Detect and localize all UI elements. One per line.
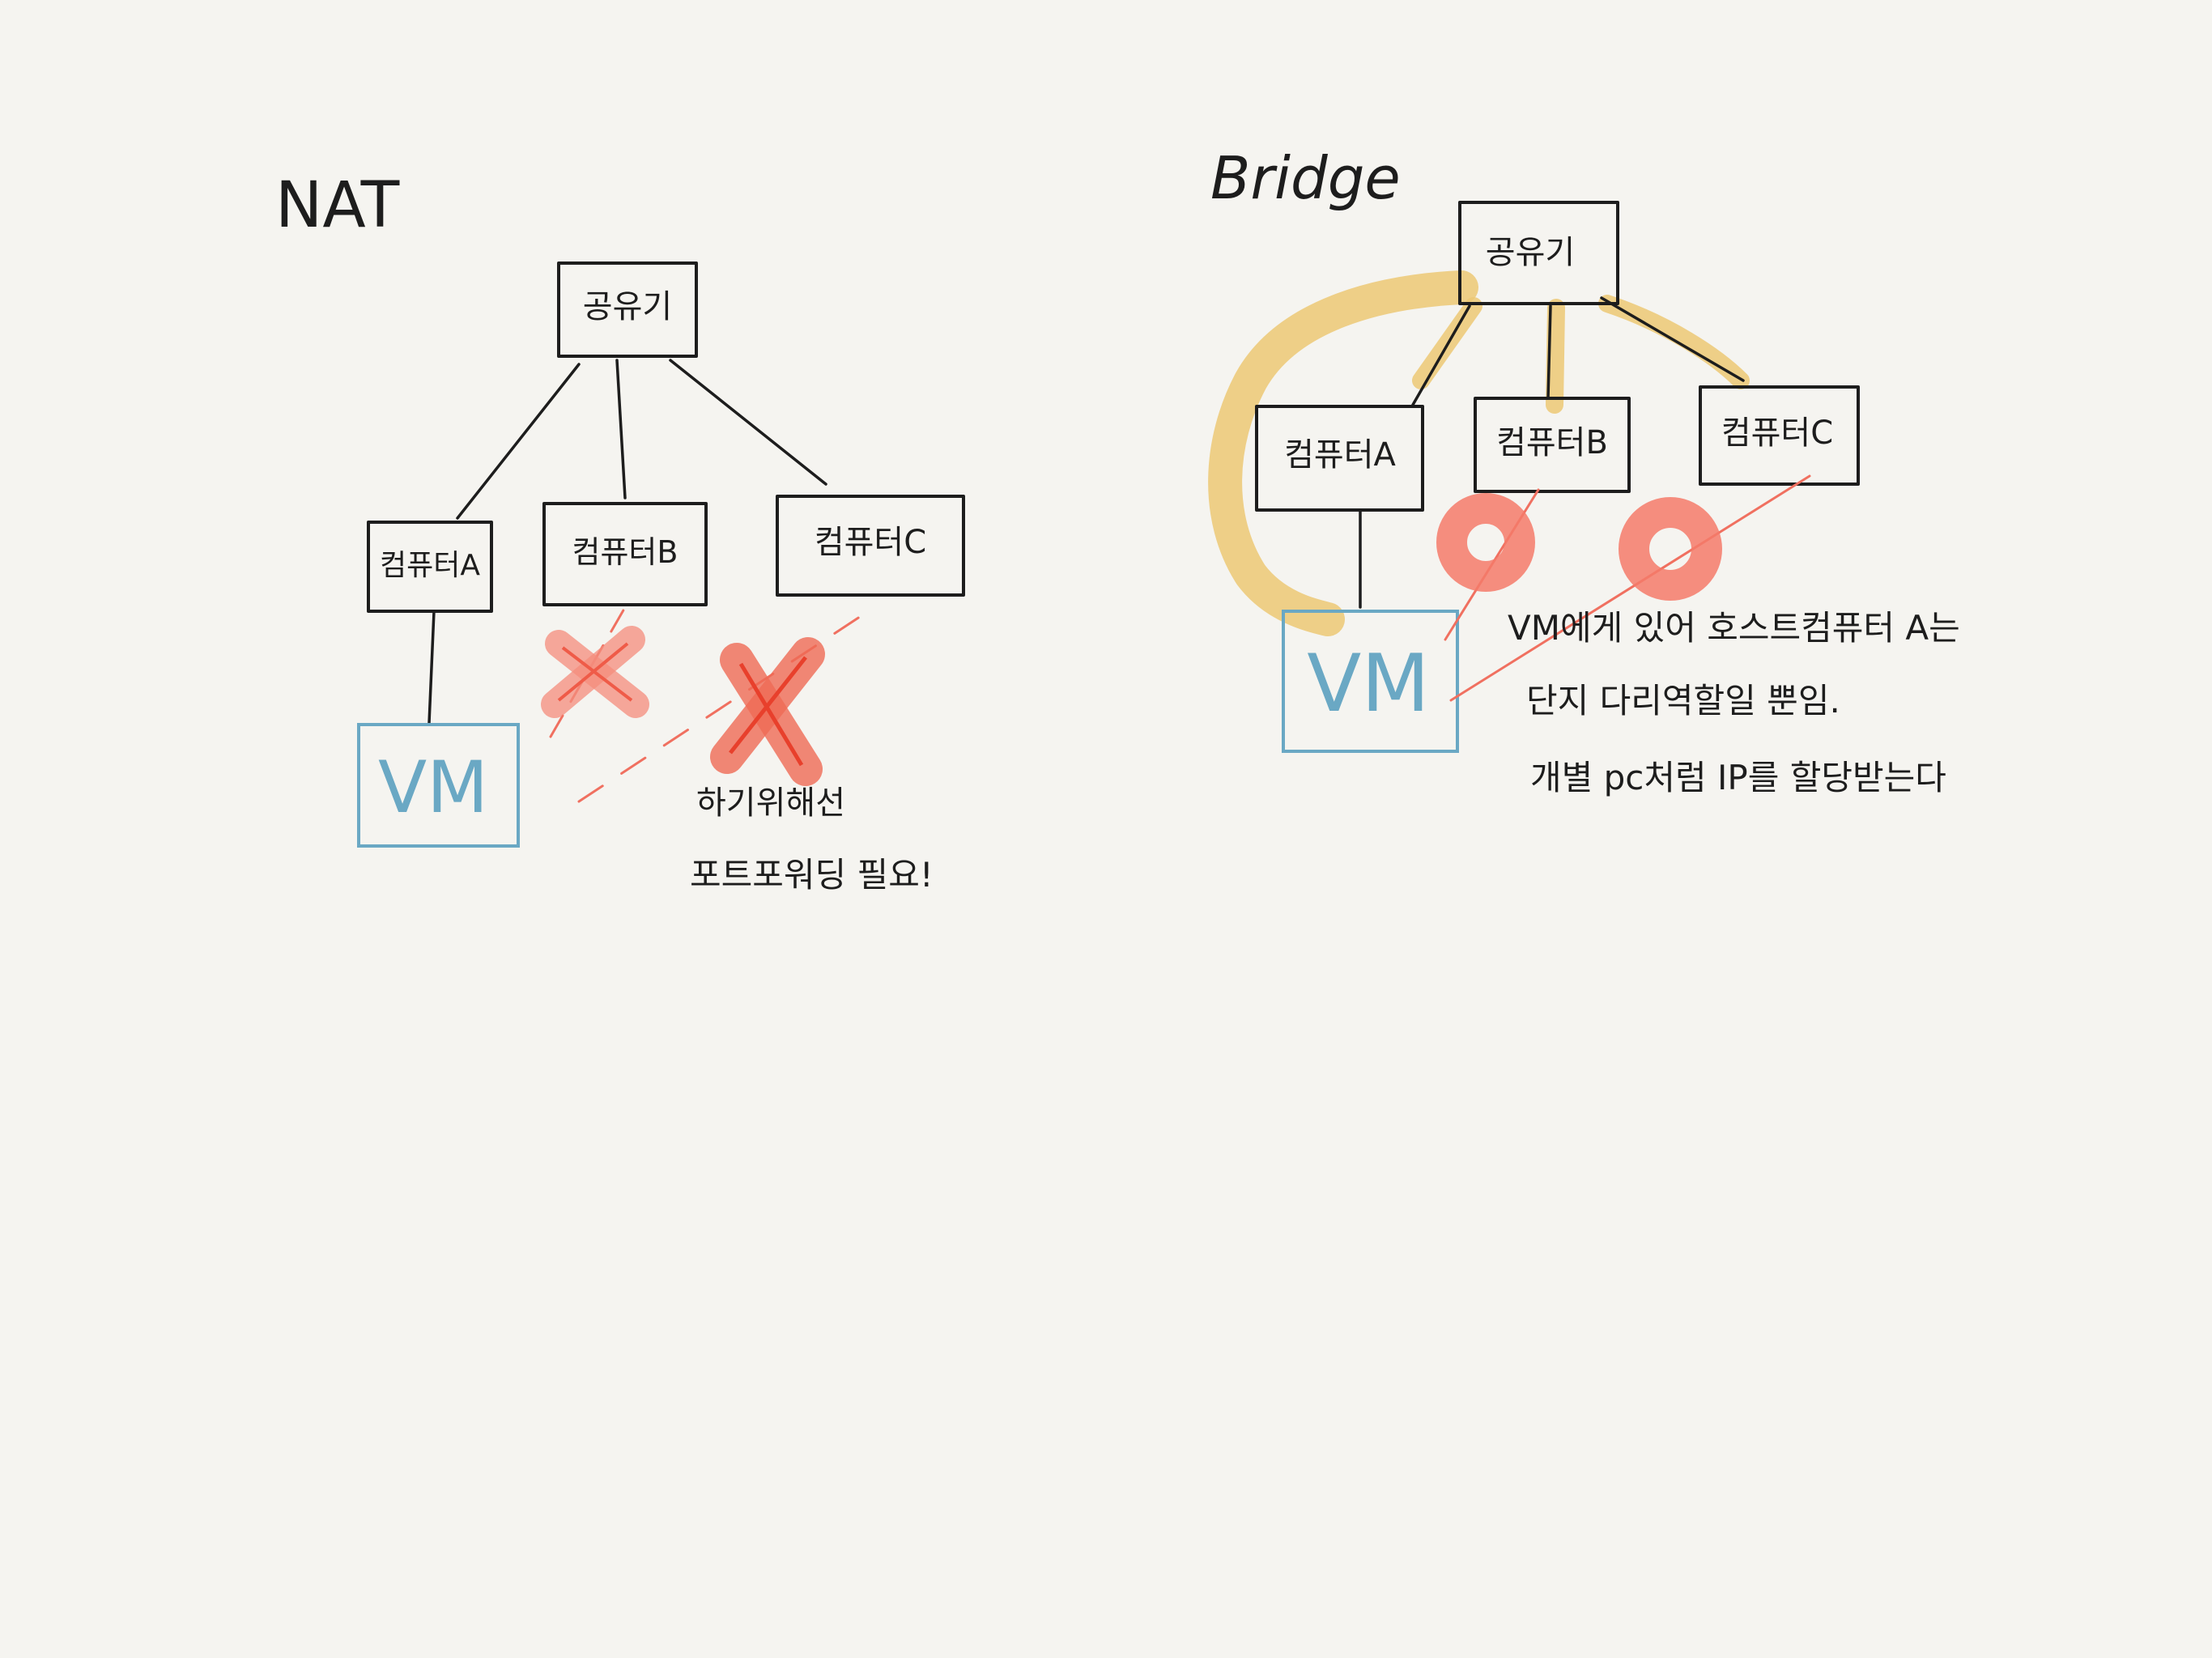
bridge-note-line3: 개별 pc처럼 IP를 할당받는다: [1530, 758, 1946, 797]
nat-note-line1: 하기위해선: [696, 784, 845, 822]
bridge-computer-a-label: 컴퓨터A: [1284, 436, 1396, 474]
nat-vm-box: [357, 723, 520, 848]
nat-computer-a-label: 컴퓨터A: [380, 549, 480, 582]
bridge-router-label: 공유기: [1486, 234, 1575, 271]
nat-blocked-link-b: [549, 602, 629, 738]
bridge-link-b: [1546, 304, 1552, 400]
bridge-title: Bridge: [1210, 144, 1401, 212]
nat-router-box: [557, 261, 698, 358]
bridge-link-vm-c: [1449, 474, 1811, 702]
bridge-note-line1: VM에게 있어 호스트컴퓨터 A는: [1508, 608, 1960, 648]
nat-link-c: [669, 359, 827, 486]
bridge-vm-box: [1282, 610, 1459, 753]
nat-title: NAT: [275, 169, 400, 242]
bridge-computer-c-box: [1699, 385, 1860, 486]
bridge-link-c: [1600, 296, 1745, 382]
nat-computer-c-box: [776, 495, 965, 597]
nat-router-label: 공유기: [583, 288, 672, 325]
bridge-note-line2: 단지 다리역할일 뿐임.: [1526, 681, 1840, 721]
bridge-diagram: Bridge 공유기 컴퓨터A 컴퓨터B 컴퓨터C VM VM에게 있: [1208, 144, 1960, 797]
nat-link-b: [615, 359, 627, 500]
nat-vm-label: VM: [378, 746, 488, 829]
nat-note-line2: 포트포워딩 필요!: [690, 855, 934, 895]
bridge-computer-b-label: 컴퓨터B: [1496, 424, 1608, 461]
bridge-computer-a-box: [1255, 405, 1424, 512]
x-mark: [710, 637, 825, 786]
nat-computer-c-label: 컴퓨터C: [815, 524, 926, 561]
nat-computer-b-label: 컴퓨터B: [572, 534, 678, 570]
bridge-link-a: [1411, 304, 1471, 406]
bridge-computer-c-label: 컴퓨터C: [1721, 414, 1833, 452]
o-mark: [1619, 497, 1722, 601]
bridge-highlight-vm-path: [1208, 270, 1478, 636]
o-mark: [1436, 493, 1535, 592]
nat-link-a: [456, 363, 581, 520]
nat-diagram: NAT 공유기 컴퓨터A 컴퓨터B 컴퓨터C VM: [275, 169, 965, 895]
nat-computer-b-box: [542, 502, 708, 606]
bridge-router-box: [1458, 201, 1619, 305]
nat-link-vm: [428, 610, 436, 725]
nat-blocked-link-c: [577, 606, 876, 803]
bridge-computer-b-box: [1474, 397, 1631, 493]
nat-computer-a-box: [367, 521, 493, 613]
x-mark: [541, 626, 649, 718]
bridge-highlight-c: [1598, 295, 1750, 389]
bridge-vm-label: VM: [1307, 638, 1430, 730]
bridge-highlight-b: [1546, 299, 1565, 414]
